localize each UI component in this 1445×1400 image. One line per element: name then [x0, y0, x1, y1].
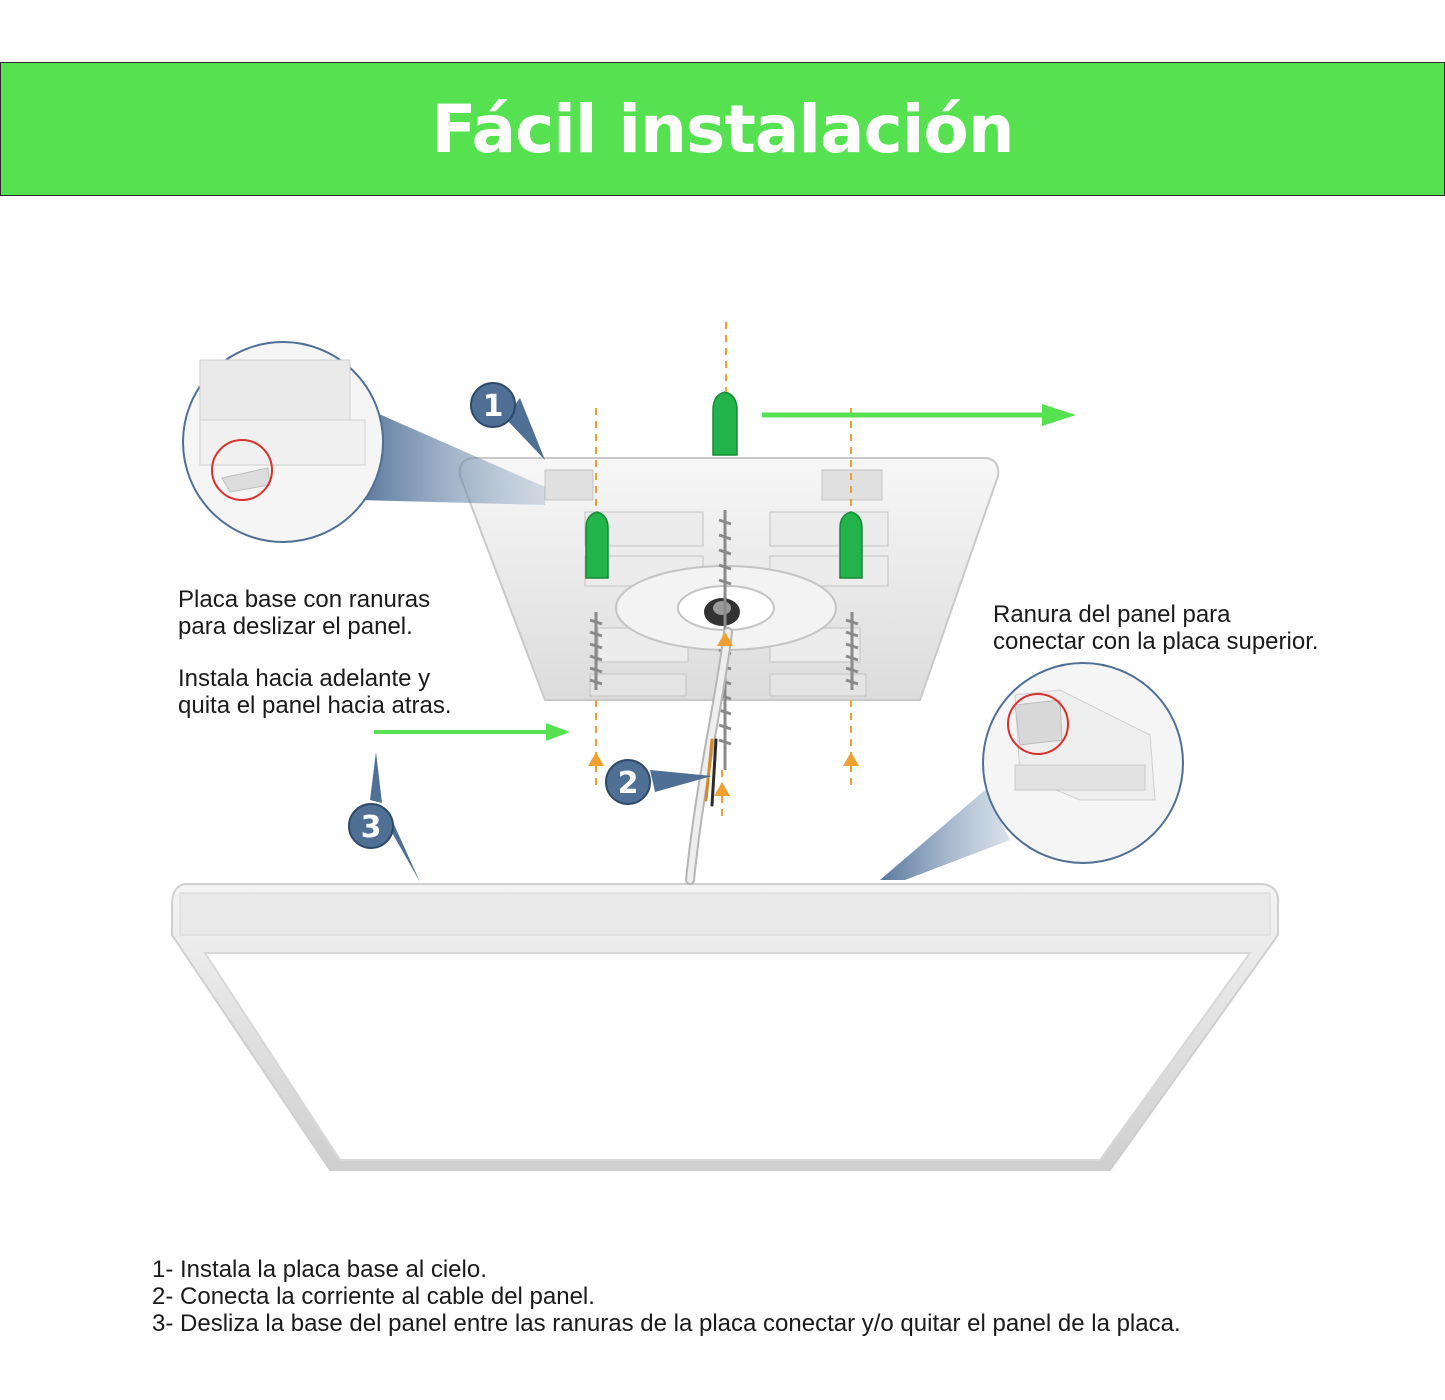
panel-slot-label: Ranura del panel para conectar con la pl…: [993, 601, 1319, 655]
installation-steps: 1- Instala la placa base al cielo. 2- Co…: [152, 1256, 1181, 1337]
step-3: 3- Desliza la base del panel entre las r…: [152, 1310, 1181, 1337]
step-badge-3: 3: [348, 803, 394, 849]
step-1: 1- Instala la placa base al cielo.: [152, 1256, 487, 1283]
guide-arrowheads: [588, 632, 859, 796]
svg-text:1: 1: [483, 389, 504, 424]
power-cable: [685, 627, 733, 885]
title-banner: Fácil instalación: [0, 62, 1445, 196]
step-badge-2: 2: [605, 759, 651, 805]
alignment-guides: [595, 322, 852, 820]
step-badge-1: 1: [470, 382, 516, 428]
slide-arrow-left: [374, 723, 570, 741]
zoom-callout-panel-slot: [880, 662, 1184, 880]
base-plate-label: Placa base con ranuras para deslizar el …: [178, 586, 431, 640]
svg-text:3: 3: [361, 810, 382, 845]
svg-text:2: 2: [618, 766, 639, 801]
slide-arrow-top: [762, 404, 1076, 426]
zoom-callout-plate-slot: [182, 341, 545, 543]
step-2: 2- Conecta la corriente al cable del pan…: [152, 1283, 595, 1310]
led-panel: [171, 883, 1280, 1171]
wall-anchors: [585, 391, 863, 579]
page-title: Fácil instalación: [431, 90, 1014, 168]
install-direction-label: Instala hacia adelante y quita el panel …: [178, 665, 452, 719]
